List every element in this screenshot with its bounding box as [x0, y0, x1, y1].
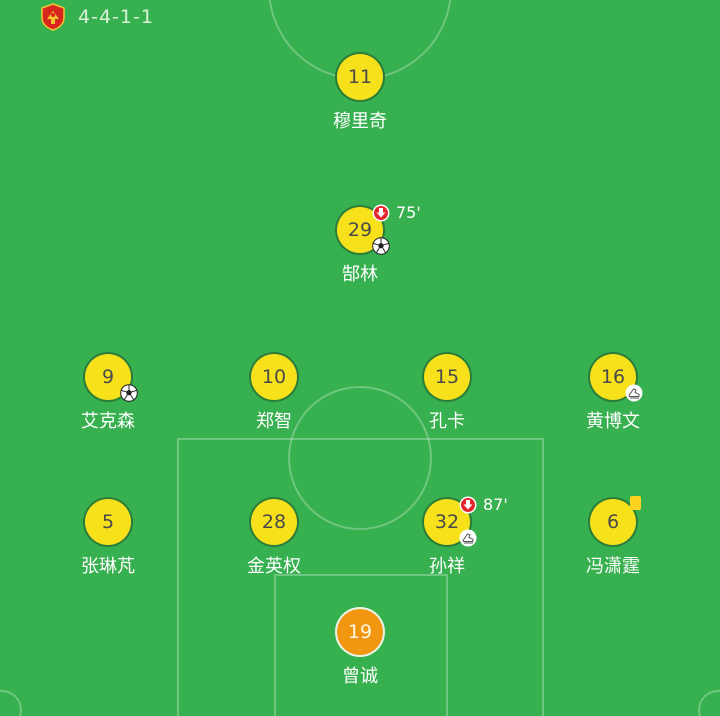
substitution-badge: 87'	[459, 495, 508, 514]
jersey-number: 10	[251, 354, 297, 400]
sub-out-arrow-icon	[459, 496, 477, 513]
player-card[interactable]: 10 郑智	[214, 354, 334, 434]
player-card[interactable]: 15 孔卡	[387, 354, 507, 434]
jersey-number: 6	[590, 499, 636, 545]
player-card[interactable]: 6 冯潇霆	[553, 496, 673, 579]
goal-ball-icon	[120, 384, 138, 402]
player-card[interactable]: 16 黄博文	[553, 354, 673, 434]
player-card[interactable]: 11 穆里奇	[300, 54, 420, 134]
player-name: 孙祥	[429, 556, 465, 577]
corner-arc-left	[0, 690, 22, 716]
sub-out-arrow-icon	[372, 204, 390, 221]
player-name: 孔卡	[429, 411, 465, 432]
player-name: 艾克森	[81, 411, 135, 432]
player-name: 金英权	[247, 556, 301, 577]
jersey-number: 28	[251, 499, 297, 545]
assist-boot-icon	[459, 529, 477, 547]
yellow-card-icon	[630, 496, 641, 510]
jersey-number: 16	[590, 354, 636, 400]
sub-minute: 75'	[396, 203, 421, 222]
goal-ball-icon	[372, 237, 390, 255]
jersey-number: 19	[337, 609, 383, 655]
jersey-number: 5	[85, 499, 131, 545]
player-card[interactable]: 5 张琳芃	[48, 499, 168, 579]
player-name: 穆里奇	[333, 111, 387, 132]
corner-arc-right	[698, 690, 720, 716]
player-card[interactable]: 29 75' 郜林	[300, 203, 421, 287]
sub-minute: 87'	[483, 495, 508, 514]
jersey-number: 11	[337, 54, 383, 100]
player-name: 郜林	[342, 264, 378, 285]
player-name: 冯潇霆	[586, 556, 640, 577]
formation-label: 4-4-1-1	[78, 6, 154, 28]
substitution-badge: 75'	[372, 203, 421, 222]
penalty-box	[177, 438, 544, 716]
player-card[interactable]: 28 金英权	[214, 499, 334, 579]
player-name: 郑智	[256, 411, 292, 432]
lineup-header: 4-4-1-1	[40, 3, 154, 31]
club-crest-icon	[41, 3, 65, 31]
goal-box	[274, 574, 448, 716]
assist-boot-icon	[625, 384, 643, 402]
jersey-number: 15	[424, 354, 470, 400]
player-name: 张琳芃	[81, 556, 135, 577]
player-name: 曾诚	[342, 666, 378, 687]
penalty-arc	[288, 386, 432, 530]
player-card[interactable]: 9 艾克森	[48, 354, 168, 434]
player-card[interactable]: 19 曾诚	[300, 609, 420, 689]
player-card[interactable]: 32 87' 孙祥	[387, 495, 508, 579]
player-name: 黄博文	[586, 411, 640, 432]
